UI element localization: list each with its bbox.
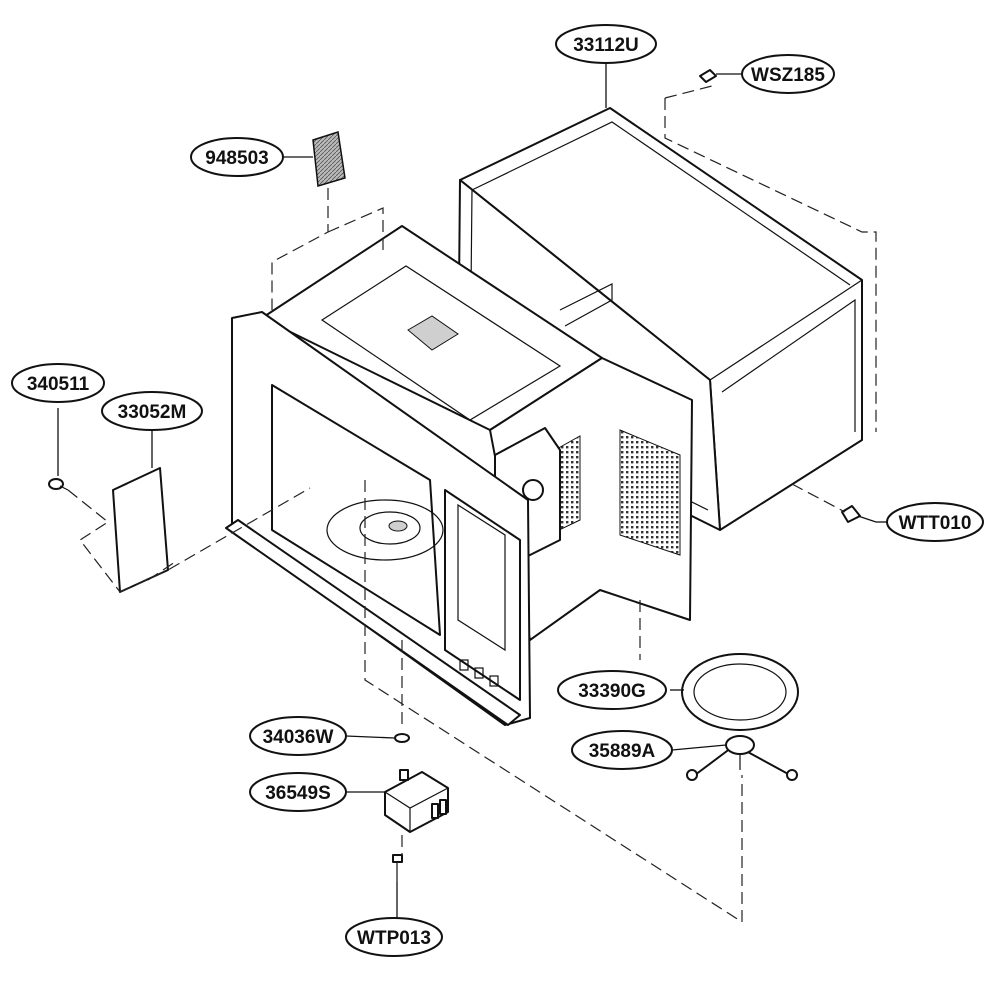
- cover-plate-drawing: [112, 467, 169, 593]
- callout-WTT010: WTT010: [886, 502, 984, 542]
- callout-33052M: 33052M: [101, 391, 203, 431]
- callout-text: 33390G: [578, 681, 646, 702]
- rear-screw-drawing: [841, 505, 877, 523]
- washer-drawing: [394, 733, 410, 743]
- callout-35889A: 35889A: [571, 730, 673, 770]
- callout-948503: 948503: [190, 137, 284, 177]
- callout-text: 34036W: [263, 727, 334, 748]
- callout-text: 36549S: [265, 783, 331, 804]
- callout-33390G: 33390G: [557, 670, 667, 710]
- callout-33112U: 33112U: [555, 24, 657, 64]
- callout-text: 948503: [205, 148, 268, 169]
- callout-text: 35889A: [589, 741, 656, 762]
- assembly-guide-lines: [67, 85, 877, 924]
- callout-leaders: [57, 62, 892, 918]
- callout-text: WTP013: [357, 928, 431, 949]
- callout-36549S: 36549S: [249, 772, 347, 812]
- holder-drawing: [48, 478, 69, 491]
- cavity-chassis-drawing: [225, 225, 693, 726]
- case-screw-drawing: [699, 69, 717, 83]
- callout-340511: 340511: [11, 363, 105, 403]
- callout-text: WSZ185: [751, 65, 825, 86]
- turntable-motor-drawing: [384, 769, 449, 833]
- callout-text: WTT010: [899, 513, 972, 534]
- callout-text: 33052M: [118, 402, 187, 423]
- insulation-pad-drawing: [312, 131, 346, 187]
- motor-screw-drawing: [392, 854, 403, 882]
- callout-WTP013: WTP013: [345, 917, 443, 957]
- callout-34036W: 34036W: [249, 716, 347, 756]
- roller-ring-drawing: [681, 653, 799, 731]
- callout-text: 340511: [27, 374, 90, 395]
- callout-text: 33112U: [573, 35, 639, 56]
- callout-WSZ185: WSZ185: [741, 54, 835, 94]
- coupler-drawing: [686, 735, 798, 781]
